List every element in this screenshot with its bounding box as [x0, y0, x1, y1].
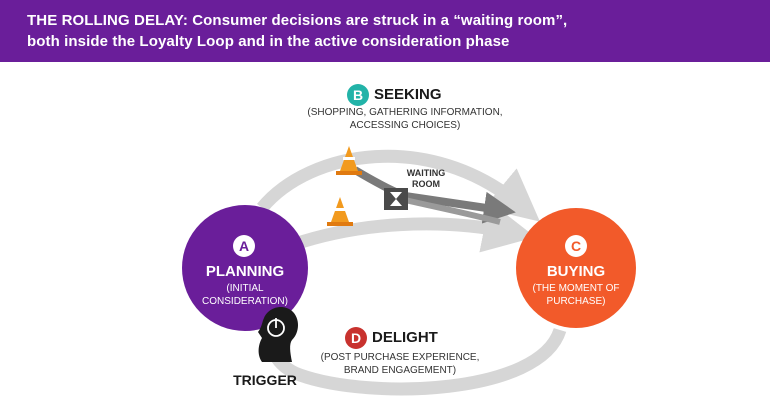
- buying-letter: C: [565, 235, 587, 257]
- trigger-label: TRIGGER: [233, 372, 297, 388]
- seeking-title: SEEKING: [374, 86, 442, 103]
- planning-letter: A: [233, 235, 255, 257]
- waiting-room-line-1: WAITING: [406, 168, 446, 178]
- seeking-lower-arrow: [289, 201, 536, 253]
- buying-subtitle-1: (THE MOMENT OF: [532, 283, 620, 294]
- title-line-2: both inside the Loyalty Loop and in the …: [27, 33, 510, 50]
- seeking-subtitle-1: (SHOPPING, GATHERING INFORMATION,: [307, 107, 503, 118]
- title-banner: THE ROLLING DELAY: Consumer decisions ar…: [0, 0, 770, 62]
- seeking-subtitle-2: ACCESSING CHOICES): [349, 120, 461, 131]
- delight-badge: D: [345, 327, 367, 349]
- traffic-cone-icon: [327, 197, 353, 226]
- seeking-upper-arrow: [256, 149, 540, 222]
- delight-subtitle-2: BRAND ENGAGEMENT): [343, 365, 457, 376]
- planning-title: PLANNING: [205, 263, 285, 280]
- buying-title: BUYING: [546, 263, 606, 280]
- title-line-1: THE ROLLING DELAY: Consumer decisions ar…: [27, 12, 568, 29]
- planning-subtitle-1: (INITIAL: [226, 283, 264, 294]
- waiting-room-line-2: ROOM: [412, 179, 440, 189]
- buying-circle: [516, 208, 636, 328]
- head-silhouette-icon: [258, 307, 298, 362]
- planning-subtitle-2: CONSIDERATION): [202, 296, 288, 307]
- delight-subtitle-1: (POST PURCHASE EXPERIENCE,: [320, 352, 480, 363]
- buying-subtitle-2: PURCHASE): [546, 296, 606, 307]
- planning-circle: [182, 205, 308, 331]
- seeking-badge: B: [347, 84, 369, 106]
- waiting-room-label: WAITING ROOM: [396, 168, 456, 190]
- hourglass-icon: [390, 192, 402, 206]
- traffic-cone-icon: [336, 146, 362, 175]
- delight-title: DELIGHT: [372, 329, 438, 346]
- waiting-room-arrow-lower: [404, 197, 501, 225]
